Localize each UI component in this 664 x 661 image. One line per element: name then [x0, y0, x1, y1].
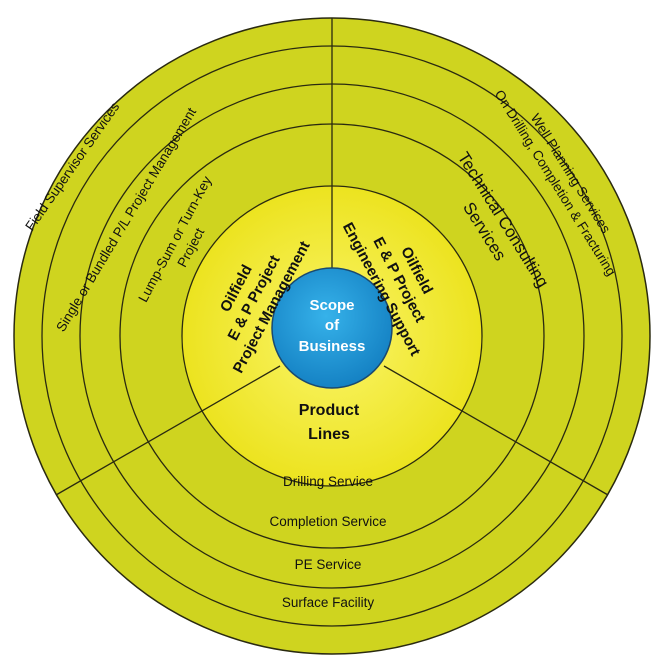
center-label-line3: Business	[299, 338, 366, 355]
pe-service-label: PE Service	[295, 557, 362, 572]
completion-service-label: Completion Service	[269, 514, 386, 529]
product-lines-line1: Product	[299, 402, 360, 419]
divider-lower-right	[383, 365, 609, 496]
divider-lower-left	[55, 365, 281, 496]
center-circle	[271, 267, 393, 389]
center-label-line2: of	[325, 317, 340, 334]
center-label-line1: Scope	[309, 297, 354, 314]
drilling-service-label: Drilling Service	[283, 474, 373, 489]
surface-facility-label: Surface Facility	[282, 595, 375, 610]
product-lines-line2: Lines	[308, 426, 350, 443]
